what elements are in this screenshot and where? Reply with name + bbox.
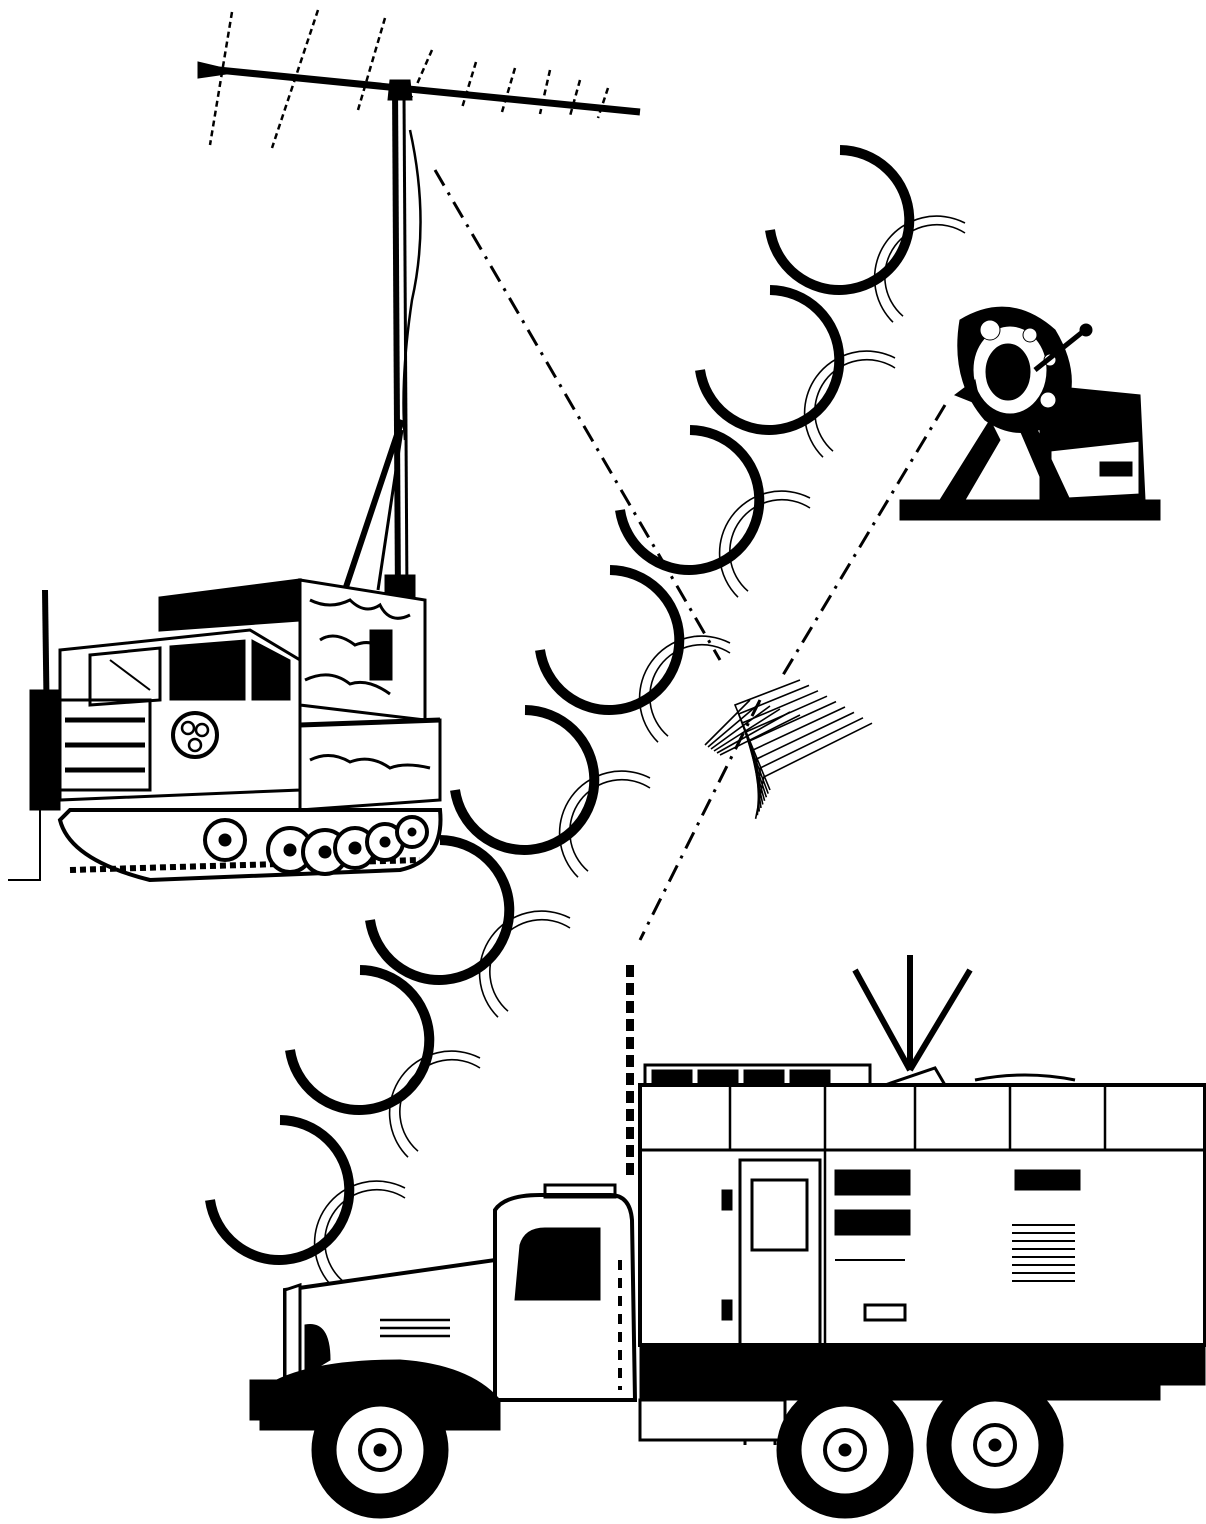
jamming-chevron-line <box>757 718 863 815</box>
signal-wave-icon <box>210 1120 349 1260</box>
signal-wave-icon <box>720 491 810 597</box>
signal-wave-icon <box>620 430 759 570</box>
signal-wave-icon <box>390 1051 480 1157</box>
signal-wave-icon <box>770 150 909 290</box>
jamming-chevron-line <box>756 723 872 819</box>
tracked-vehicle-with-yagi-mast-icon <box>8 10 640 880</box>
jamming-chevron-line <box>735 680 800 790</box>
link-line-truck <box>640 700 760 940</box>
signal-wave-icon <box>540 570 679 710</box>
jamming-chevron-icon <box>705 680 872 819</box>
signal-wave-icon <box>700 290 839 430</box>
signal-wave-icon <box>400 1060 480 1151</box>
jamming-chevron-line <box>742 691 818 797</box>
signal-wave-icon <box>480 911 570 1017</box>
signal-wave-icon <box>455 710 594 850</box>
link-line-dish <box>780 405 945 680</box>
signal-wave-icon <box>290 970 429 1110</box>
link-line-yagi <box>435 170 720 660</box>
radio-van-truck-icon <box>250 955 1205 1518</box>
signal-wave-icon <box>885 225 965 316</box>
